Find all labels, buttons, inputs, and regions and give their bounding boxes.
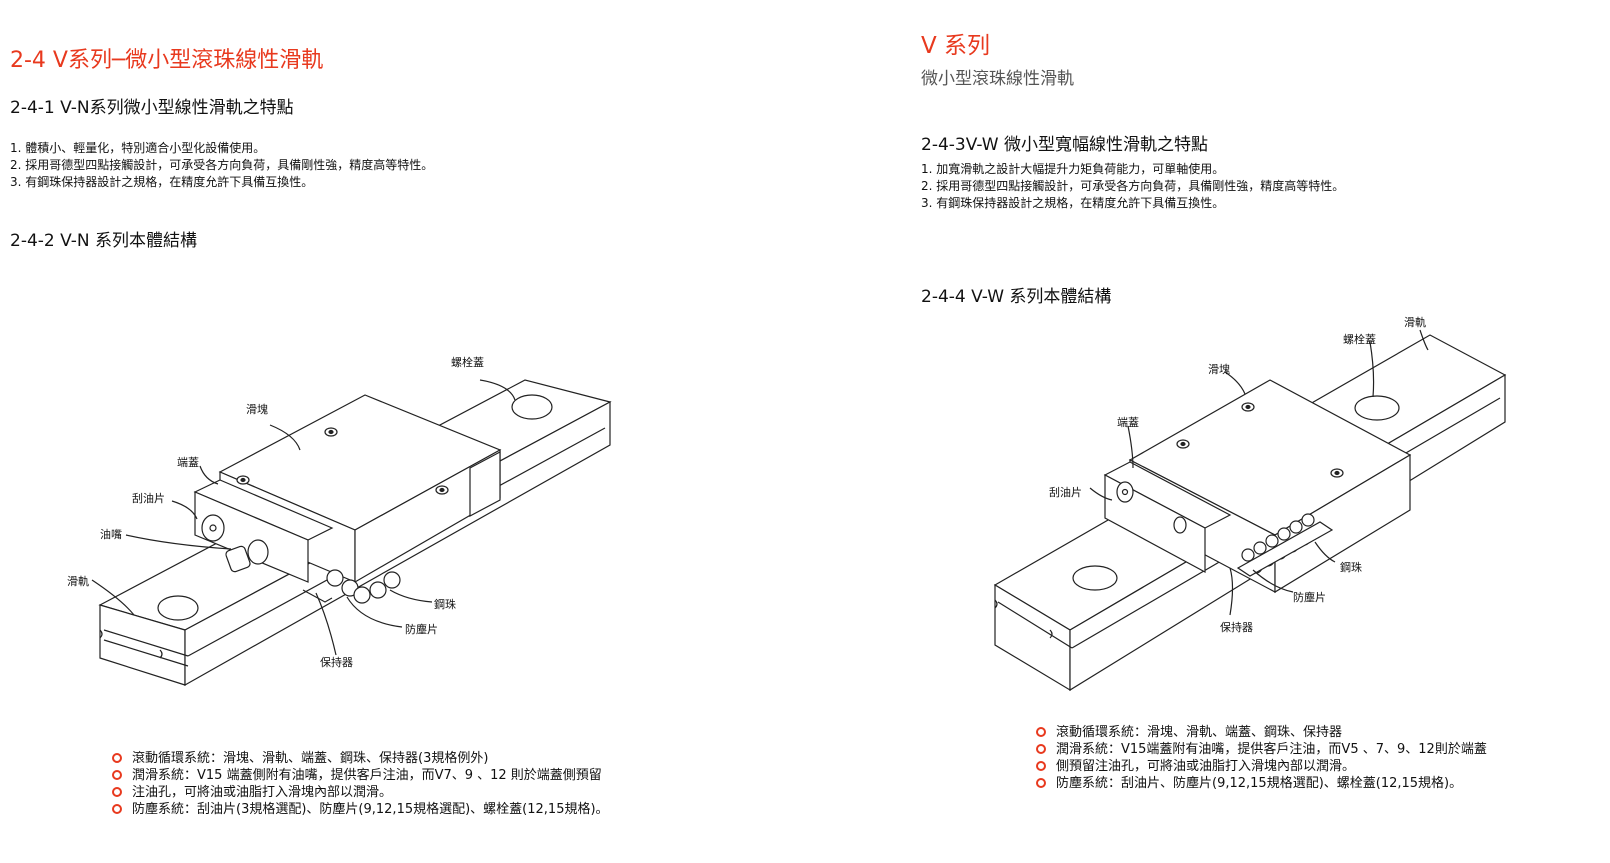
- left-bullet-3: 注油孔，可將油或油脂打入滑塊內部以潤滑。: [112, 784, 609, 801]
- left-main-title: 2-4 V系列─微小型滾珠線性滑軌: [10, 48, 324, 73]
- vw-label-retainer: 保持器: [1220, 621, 1253, 634]
- vw-label-dust-plate: 防塵片: [1293, 591, 1326, 604]
- left-bullet-list: 滾動循環系統：滑塊、滑軌、端蓋、鋼珠、保持器(3規格例外) 潤滑系統：V15 端…: [112, 750, 609, 818]
- left-structure-heading: 2-4-2 V-N 系列本體結構: [10, 231, 198, 251]
- vn-label-grease-nipple: 油嘴: [100, 528, 122, 541]
- right-feature-2: 2. 採用哥德型四點接觸設計，可承受各方向負荷，具備剛性強，精度高等特性。: [921, 179, 1345, 193]
- right-features-list: 1. 加寬滑軌之設計大幅提升力矩負荷能力，可單軸使用。 2. 採用哥德型四點接觸…: [921, 161, 1344, 212]
- bullet-circle-icon: [112, 770, 122, 780]
- vn-label-block: 滑塊: [246, 403, 268, 416]
- right-features-heading: 2-4-3V-W 微小型寬幅線性滑軌之特點: [921, 135, 1209, 155]
- bullet-circle-icon: [1036, 778, 1046, 788]
- right-feature-1: 1. 加寬滑軌之設計大幅提升力矩負荷能力，可單軸使用。: [921, 162, 1225, 176]
- right-bullet-list: 滾動循環系統：滑塊、滑軌、端蓋、鋼珠、保持器 潤滑系統：V15端蓋附有油嘴，提供…: [1036, 724, 1487, 792]
- vn-label-end-cap: 端蓋: [177, 456, 199, 469]
- vw-label-block: 滑塊: [1208, 363, 1230, 376]
- right-bullet-2: 潤滑系統：V15端蓋附有油嘴，提供客戶注油，而V5 、7、9、12則於端蓋: [1036, 741, 1487, 758]
- right-bullet-1: 滾動循環系統：滑塊、滑軌、端蓋、鋼珠、保持器: [1036, 724, 1487, 741]
- bullet-circle-icon: [112, 804, 122, 814]
- vw-label-ball: 鋼珠: [1340, 561, 1362, 574]
- left-feature-2: 2. 採用哥德型四點接觸設計，可承受各方向負荷，具備剛性強，精度高等特性。: [10, 158, 434, 172]
- left-bullet-1: 滾動循環系統：滑塊、滑軌、端蓋、鋼珠、保持器(3規格例外): [112, 750, 609, 767]
- left-features-list: 1. 體積小、輕量化，特別適合小型化設備使用。 2. 採用哥德型四點接觸設計，可…: [10, 140, 433, 191]
- right-series-subtitle: 微小型滾珠線性滑軌: [921, 69, 1074, 89]
- left-feature-1: 1. 體積小、輕量化，特別適合小型化設備使用。: [10, 141, 266, 155]
- vn-label-dust-plate: 防塵片: [405, 623, 438, 636]
- left-bullet-2: 潤滑系統：V15 端蓋側附有油嘴，提供客戶注油，而V7、9 、12 則於端蓋側預…: [112, 767, 609, 784]
- bullet-circle-icon: [1036, 727, 1046, 737]
- bullet-circle-icon: [1036, 744, 1046, 754]
- right-bullet-3: 側預留注油孔，可將油或油脂打入滑塊內部以潤滑。: [1036, 758, 1487, 775]
- vw-structure-diagram: [993, 329, 1507, 692]
- vn-label-bolt-cap: 螺栓蓋: [451, 356, 484, 369]
- left-features-heading: 2-4-1 V-N系列微小型線性滑軌之特點: [10, 98, 294, 118]
- vn-label-scraper: 刮油片: [132, 492, 165, 505]
- vn-label-retainer: 保持器: [320, 656, 353, 669]
- bullet-circle-icon: [112, 753, 122, 763]
- vn-label-ball: 鋼珠: [434, 598, 456, 611]
- vw-label-bolt-cap: 螺栓蓋: [1343, 333, 1376, 346]
- right-bullet-4: 防塵系統：刮油片、防塵片(9,12,15規格選配)、螺栓蓋(12,15規格)。: [1036, 775, 1487, 792]
- bullet-circle-icon: [112, 787, 122, 797]
- bullet-circle-icon: [1036, 761, 1046, 771]
- vn-structure-diagram: [91, 379, 612, 687]
- vw-label-rail: 滑軌: [1404, 316, 1426, 329]
- vw-label-end-cap: 端蓋: [1117, 416, 1139, 429]
- left-bullet-4: 防塵系統：刮油片(3規格選配)、防塵片(9,12,15規格選配)、螺栓蓋(12,…: [112, 801, 609, 818]
- vn-label-rail: 滑軌: [67, 575, 89, 588]
- vw-label-scraper: 刮油片: [1049, 486, 1082, 499]
- right-feature-3: 3. 有鋼珠保持器設計之規格，在精度允許下具備互換性。: [921, 196, 1225, 210]
- left-feature-3: 3. 有鋼珠保持器設計之規格，在精度允許下具備互換性。: [10, 175, 314, 189]
- right-structure-heading: 2-4-4 V-W 系列本體結構: [921, 287, 1112, 307]
- right-series-title: V 系列: [921, 33, 991, 59]
